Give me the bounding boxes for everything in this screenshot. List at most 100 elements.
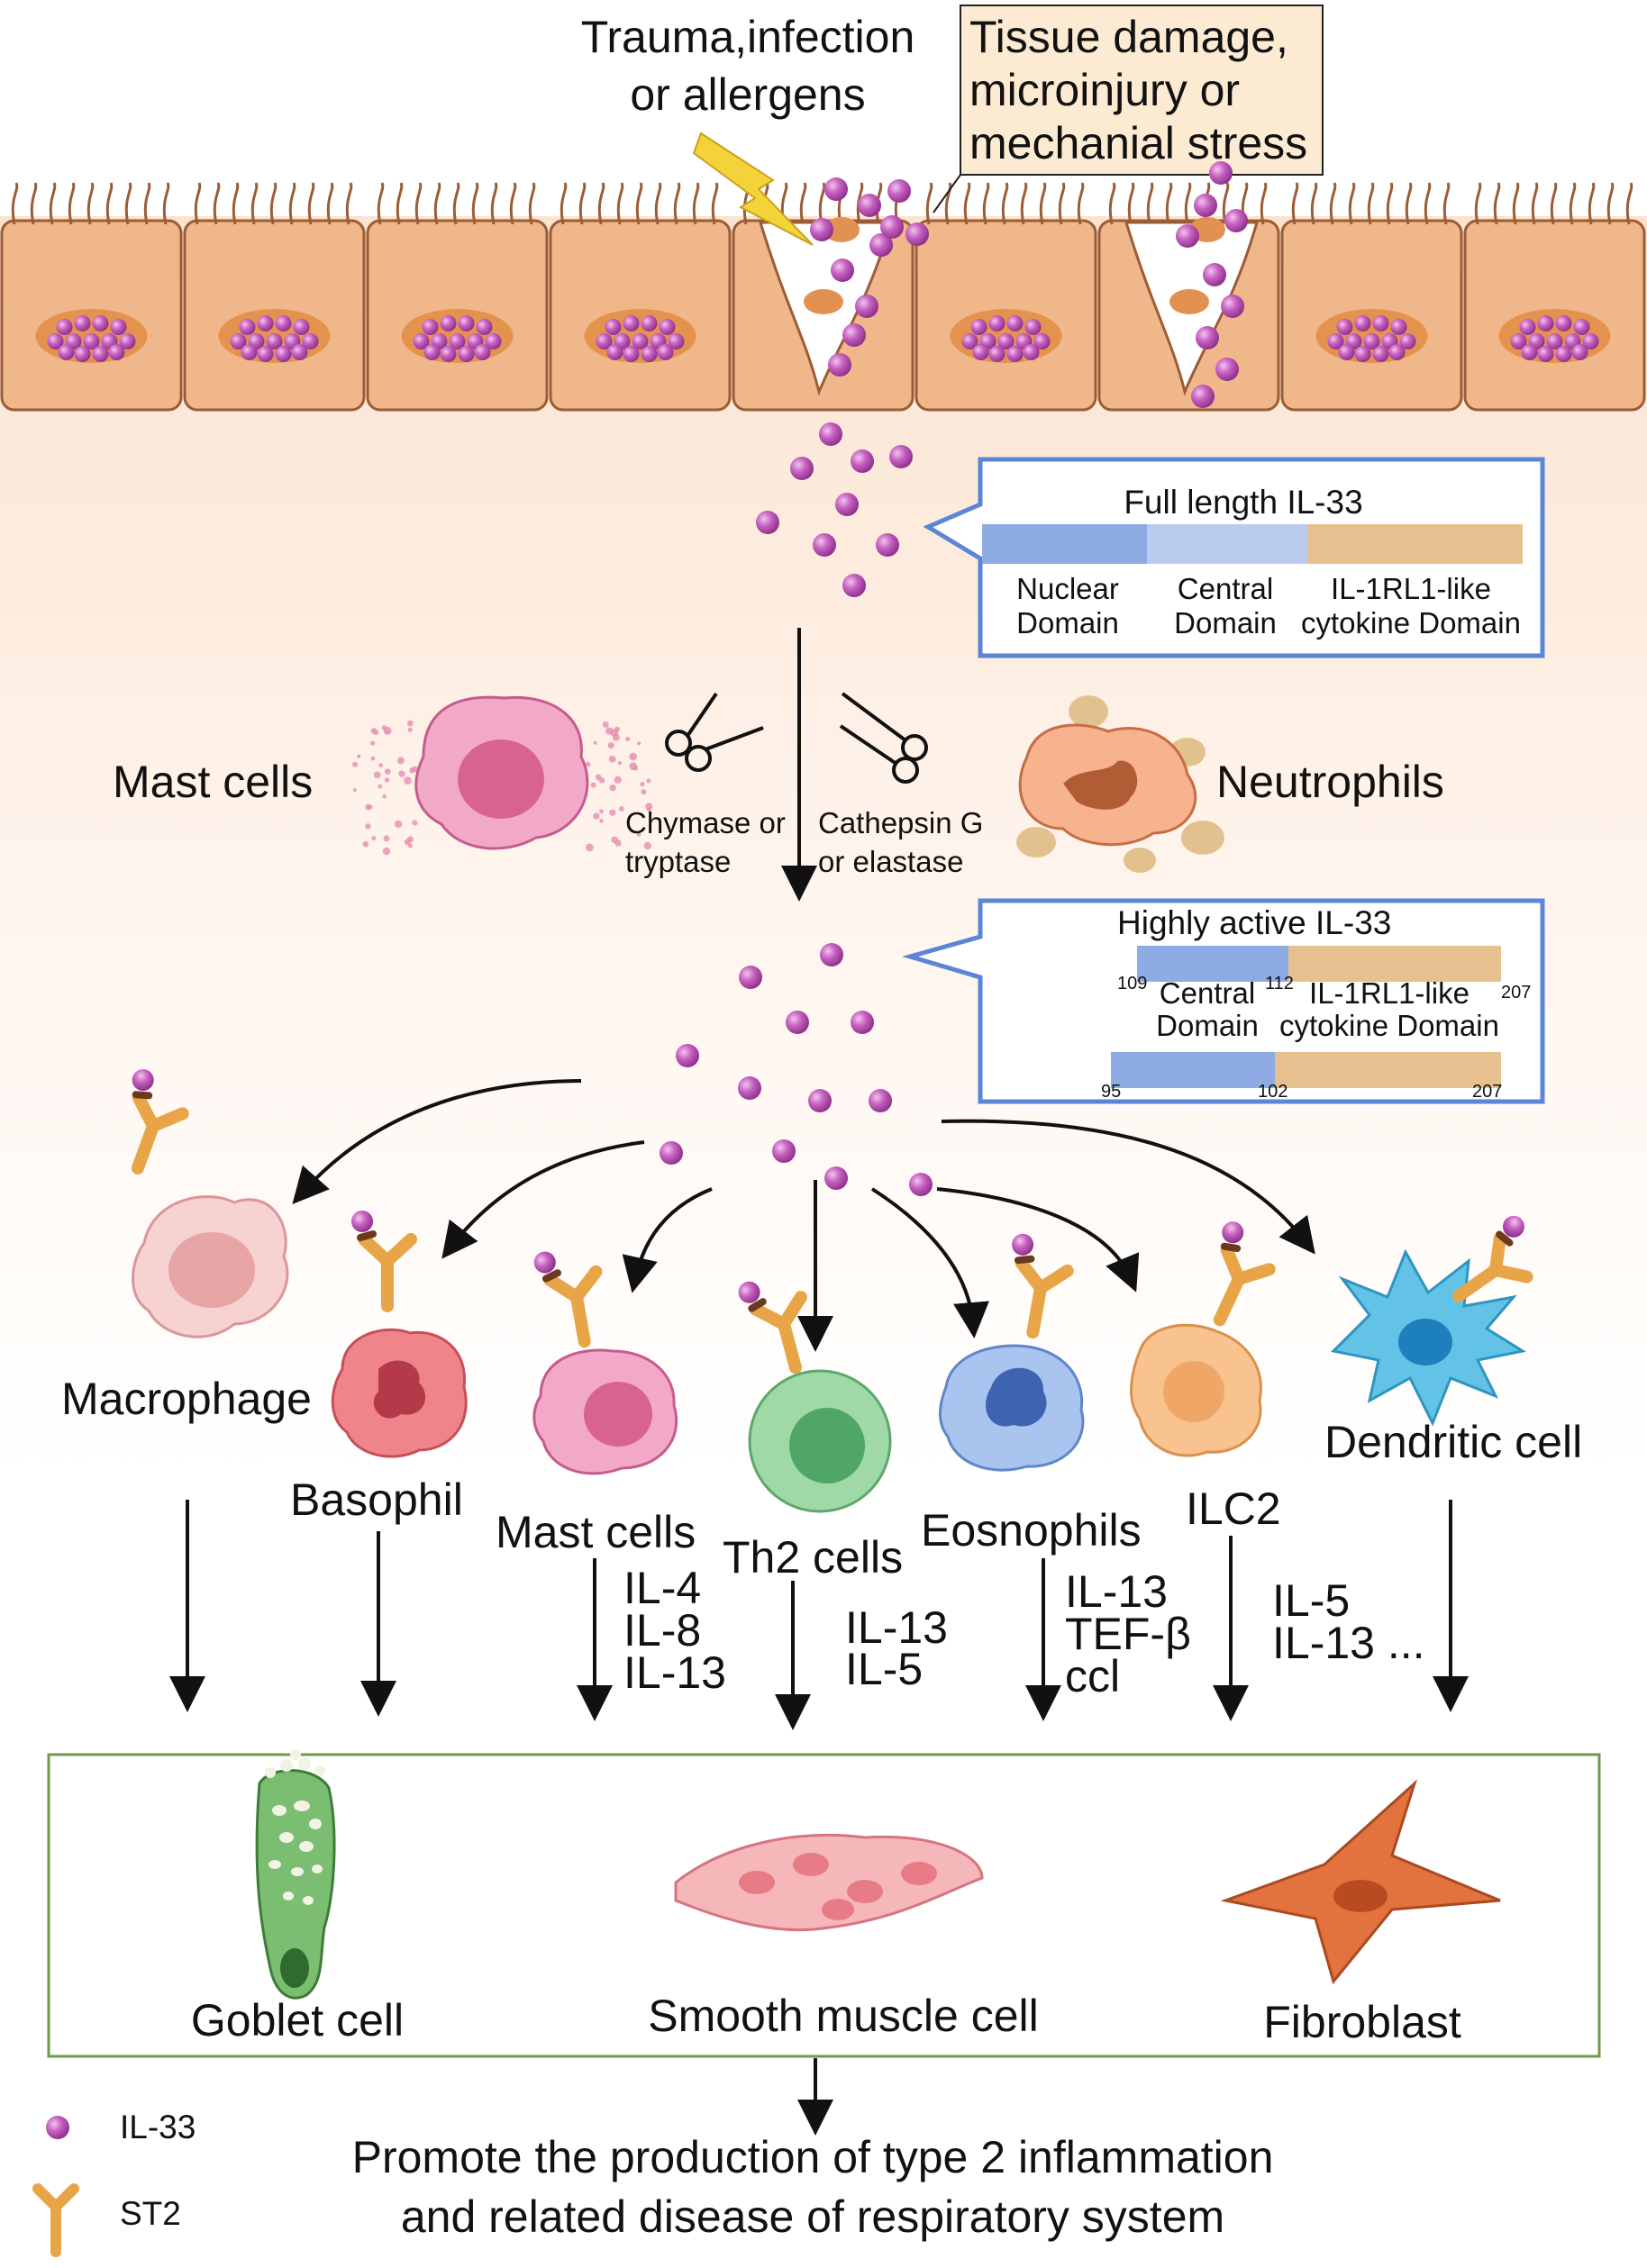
cathepsin-line-2: or elastase [818, 845, 963, 878]
chymase-line-2: tryptase [625, 845, 731, 878]
basophil-illustration [331, 1328, 468, 1458]
arrow-to-ilc2 [936, 1187, 1140, 1293]
st2-receptor-icon [1452, 1215, 1533, 1302]
scissors-icon [665, 692, 764, 772]
arrow-to-eosinophil [870, 1187, 989, 1338]
st2-receptor-icon [533, 1251, 603, 1348]
mast-cytokine-2: IL-8 [623, 1605, 701, 1656]
eos-cytokine-3: ccl [1065, 1651, 1120, 1701]
arrow-to-macrophage [292, 1079, 582, 1204]
arrow-to-mast [622, 1187, 713, 1293]
bar1-start-label: 109 [1117, 974, 1147, 993]
st2-receptor-icon [351, 1211, 417, 1312]
st2-receptors [131, 1069, 1533, 1374]
goblet-label: Goblet cell [191, 1995, 404, 2046]
epithelial-cell [0, 182, 183, 412]
epithelial-cell [549, 182, 732, 412]
effector-arrows [169, 1500, 1469, 1730]
macrophage-illustration [132, 1195, 289, 1338]
central-domain-line-1: Central [1178, 572, 1273, 605]
mast-cytokine-3: IL-13 [623, 1647, 726, 1698]
macrophage-label: Macrophage [61, 1374, 312, 1424]
trigger-line-2: or allergens [630, 69, 865, 120]
damage-pointer [933, 174, 961, 213]
trigger-line-1: Trauma,infection [581, 12, 915, 62]
th2-cell-illustration [748, 1369, 892, 1513]
mast-cytokine-1: IL-4 [623, 1563, 701, 1613]
epithelial-cell [1463, 182, 1646, 412]
st2-receptor-icon [131, 1069, 189, 1175]
damage-line-1: Tissue damage, [969, 12, 1288, 62]
cytokine-domain-line-2: cytokine Domain [1301, 606, 1521, 640]
active-central-line-2: Domain [1156, 1009, 1259, 1042]
ilc2-cytokine-2: IL-13 ... [1272, 1618, 1425, 1668]
immune-cells [132, 1195, 1526, 1513]
full-length-title: Full length IL-33 [1124, 484, 1362, 521]
il33-legend-icon [46, 2116, 69, 2139]
bar2-end-label: 207 [1472, 1082, 1502, 1102]
mast-cell-2-illustration [532, 1348, 678, 1475]
smooth-muscle-illustration [674, 1833, 984, 1932]
bar1-end-label: 207 [1501, 983, 1531, 1002]
bar2-mid-label: 102 [1258, 1082, 1288, 1102]
dendritic-cell-illustration [1330, 1248, 1526, 1427]
ilc2-cytokine-1: IL-5 [1272, 1575, 1350, 1626]
ilc2-label: ILC2 [1186, 1483, 1281, 1534]
lightning-icon [692, 132, 814, 246]
active-bar2-cytokine [1275, 1052, 1501, 1088]
st2-receptor-icon [1012, 1233, 1074, 1339]
goblet-cell-illustration [255, 1749, 336, 2000]
th2-label: Th2 cells [723, 1532, 903, 1583]
epithelial-cell [1280, 182, 1463, 412]
eosinophil-label: Eosnophils [921, 1505, 1142, 1556]
st2-legend-icon [32, 2183, 79, 2257]
basophil-label: Basophil [290, 1474, 463, 1525]
bar2-start-label: 95 [1101, 1082, 1121, 1102]
airway-epithelium [0, 182, 1646, 412]
damage-line-2: microinjury or [969, 65, 1240, 115]
st2-legend-label: ST2 [120, 2195, 181, 2232]
cytokine-domain-bar [1307, 524, 1523, 564]
neutrophils-label: Neutrophils [1216, 757, 1444, 807]
neutrophil-illustration [1016, 695, 1224, 873]
epithelial-cell [914, 182, 1097, 412]
conclusion-line-2: and related disease of respiratory syste… [401, 2191, 1224, 2242]
trigger-label: Trauma,infection or allergens [581, 12, 915, 120]
eos-cytokine-2: TEF-β [1065, 1609, 1191, 1659]
cytokine-domain-line-1: IL-1RL1-like [1331, 572, 1491, 605]
active-cytokine-line-2: cytokine Domain [1279, 1009, 1499, 1042]
active-title: Highly active IL-33 [1117, 904, 1391, 941]
nuclear-domain-bar [982, 524, 1147, 564]
active-bar2-central [1111, 1052, 1275, 1088]
conclusion-line-1: Promote the production of type 2 inflamm… [352, 2132, 1274, 2182]
active-central-line-1: Central [1160, 976, 1255, 1010]
active-il33-box: Highly active IL-33 109 112 207 Central … [901, 898, 1545, 1104]
active-cytokine-line-1: IL-1RL1-like [1309, 976, 1470, 1010]
ilc2-illustration [1130, 1323, 1262, 1457]
active-central-bar [1137, 946, 1288, 982]
epithelial-cell [366, 182, 549, 412]
eos-cytokine-1: IL-13 [1065, 1566, 1168, 1617]
distribution-arrows [292, 1079, 1315, 1352]
bar1-mid-label: 112 [1265, 974, 1294, 993]
th2-cytokine-1: IL-13 [845, 1602, 948, 1653]
eosinophil-illustration [939, 1344, 1085, 1472]
dendritic-label: Dendritic cell [1324, 1417, 1582, 1467]
full-length-il33-box: Full length IL-33 Nuclear Domain Central… [923, 457, 1545, 658]
mast-cells-label: Mast cells [113, 757, 313, 807]
arrow-to-basophil [441, 1140, 645, 1259]
arrow-to-dendritic [941, 1119, 1315, 1255]
central-domain-line-2: Domain [1174, 606, 1277, 640]
legend: IL-33 ST2 [32, 2109, 196, 2257]
fibroblast-label: Fibroblast [1263, 1997, 1461, 2047]
st2-receptor-icon [1213, 1221, 1276, 1327]
damage-box [960, 5, 1324, 176]
central-domain-bar [1147, 524, 1307, 564]
cathepsin-line-1: Cathepsin G [818, 806, 983, 839]
chymase-line-1: Chymase or [625, 806, 786, 839]
mast-cells-2-label: Mast cells [496, 1507, 696, 1557]
nuclear-domain-line-2: Domain [1016, 606, 1119, 640]
mast-cell-illustration [352, 695, 653, 856]
nuclear-domain-line-1: Nuclear [1016, 572, 1119, 605]
